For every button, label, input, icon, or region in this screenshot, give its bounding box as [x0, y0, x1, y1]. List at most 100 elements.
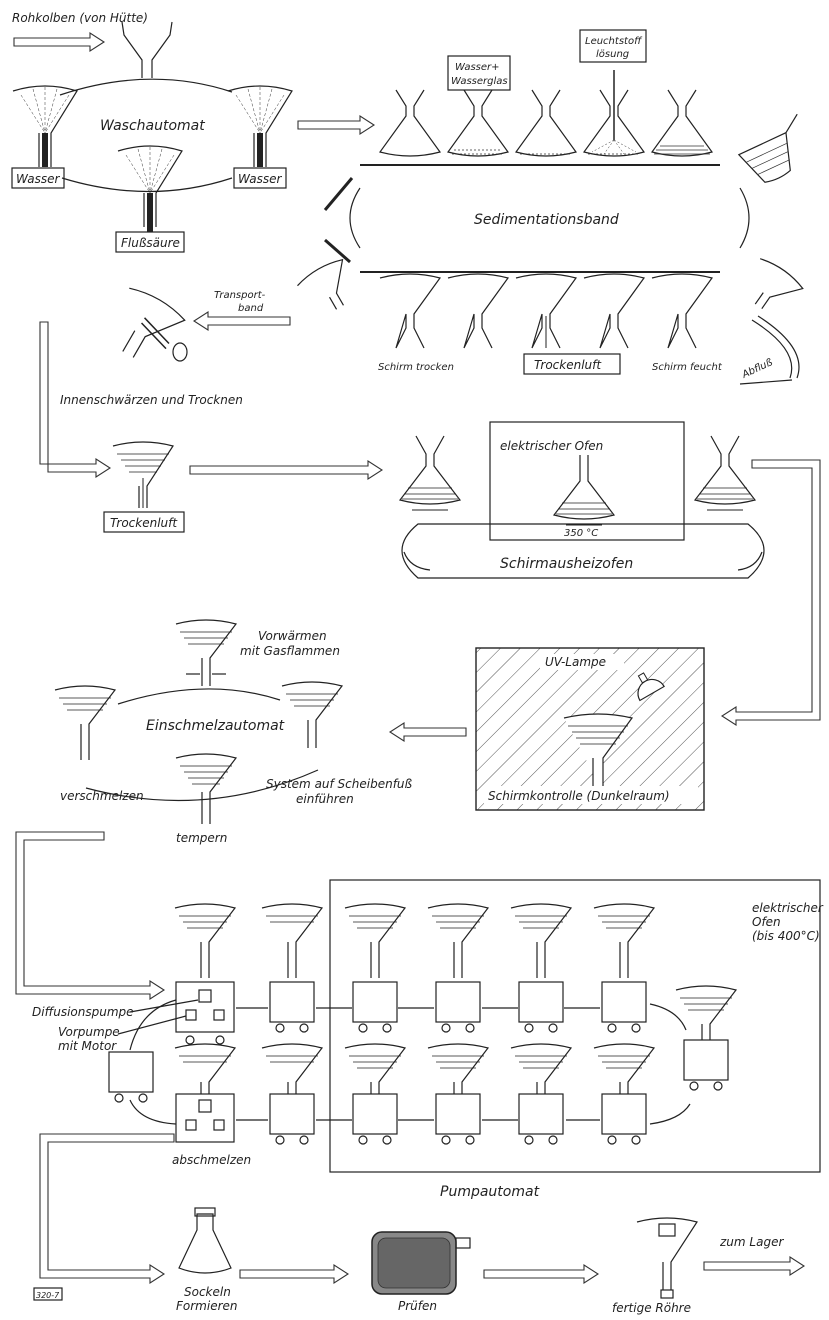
pump-left-arrow-up [129, 999, 177, 1051]
schirm-trocken-label: Schirm trocken [378, 362, 454, 373]
trockenluft-mid-box [103, 511, 185, 533]
transportband-label-2: band [238, 303, 264, 314]
pump-station-abschmelzen [175, 1093, 235, 1143]
sed-funnel-2 [447, 89, 509, 157]
vorpumpe-icon [185, 1009, 197, 1021]
arrow-transportband [192, 310, 291, 332]
pump-bottom-box-5 [518, 1093, 564, 1145]
einschmelz-group: Vorwärmen mit Gasflammen [15, 619, 413, 1001]
arrow-to-pruefen [239, 1263, 350, 1285]
pump-top-box-3 [352, 981, 398, 1033]
zum-lager-label: zum Lager [719, 1235, 784, 1249]
pump-bottom-box-3 [352, 1093, 398, 1145]
ofen-belt-loop [401, 523, 765, 579]
leuchtstoff-label-1: Leuchtstoff [585, 36, 643, 47]
kontrolle-label-bg [484, 786, 698, 804]
innenschwaerzen-group: Transport- band Innenschwärzen und Trock… [39, 287, 384, 533]
pump-top-box-4 [435, 981, 481, 1033]
ofen-funnel-3 [693, 435, 757, 511]
vorpumpe-label-2: mit Motor [58, 1039, 117, 1053]
pump-top-box-6 [601, 981, 647, 1033]
pump-left-box [108, 1051, 154, 1103]
sockeln-funnel [178, 1207, 232, 1274]
einschmelz-funnel-left [54, 685, 117, 760]
einschmelz-loop-top [117, 688, 281, 705]
trocknen-funnel [112, 441, 174, 508]
wasser-right-label: Wasser [238, 172, 282, 186]
sed-funnel-1 [379, 89, 441, 157]
pruefen-label: Prüfen [398, 1299, 437, 1313]
sockeln-label-1: Sockeln [184, 1285, 231, 1299]
wasser-left-label: Wasser [16, 172, 60, 186]
pump-bottom-funnel-4 [427, 1043, 490, 1094]
ofen-belt-arrow-left [403, 551, 431, 571]
pump-bottom-box-4 [435, 1093, 481, 1145]
schirm-feucht-label: Schirm feucht [652, 362, 723, 373]
wash-loop-bottom [61, 177, 233, 193]
innenschwaerzen-label: Innenschwärzen und Trocknen [60, 393, 243, 407]
pump-top-funnel-2 [261, 903, 324, 978]
sedimentationsband-label: Sedimentationsband [474, 212, 619, 228]
trockenluft-mid-label: Trockenluft [110, 516, 178, 530]
pump-right-funnel [675, 985, 738, 1040]
ofen-label: elektrischer Ofen [500, 439, 603, 453]
abschmelzen-label: abschmelzen [172, 1153, 251, 1167]
pump-top-funnel-4 [427, 903, 490, 978]
arrow-rohkolben [13, 31, 106, 53]
pump-top-funnel-6 [593, 903, 656, 978]
pump-left-arrow-down [129, 1099, 177, 1125]
uv-lampe-label: UV-Lampe [545, 655, 606, 669]
abfluss-label: Abfluß [740, 357, 775, 381]
diffusionspumpe-label: Diffusionspumpe [32, 1005, 134, 1019]
arrow-zum-lager [703, 1255, 806, 1277]
pump-top-funnel-5 [510, 903, 573, 978]
einschmelzautomat-label: Einschmelzautomat [146, 718, 285, 734]
sed-bottom-funnel-5 [651, 273, 713, 349]
sed-tilted-right [754, 258, 804, 310]
pump-bottom-funnel-5 [510, 1043, 573, 1094]
pump-right-box [683, 1039, 729, 1091]
arrow-to-pumpautomat [15, 831, 166, 1001]
abfluss-pipe-1 [751, 319, 793, 379]
pump-bottom-funnel-3 [344, 1043, 407, 1094]
pump-ofen-box [329, 879, 821, 1173]
vorpumpe-pointer [117, 1015, 187, 1035]
waschautomat-label: Waschautomat [100, 118, 205, 134]
kontrolle-funnel [563, 713, 634, 792]
schirmausheizofen-label: Schirmausheizofen [500, 556, 633, 572]
uv-lampe-bg [540, 654, 624, 670]
ofen-funnel-1 [398, 435, 462, 511]
temp-350-label: 350 °C [564, 528, 598, 539]
wasserglas-label-1: Wasser+ [455, 62, 500, 73]
pumpautomat-group: elektrischer Ofen (bis 400°C) [32, 879, 824, 1285]
pump-right-arrow-in [649, 1003, 687, 1031]
pump-bottom-box-2 [269, 1093, 315, 1145]
tempern-label: tempern [176, 831, 227, 845]
innenschwaerzen-nozzle [172, 342, 188, 362]
sed-loop-arrow-left [349, 187, 361, 249]
sed-funnel-4 [583, 70, 645, 157]
arrow-to-einschmelz [388, 721, 467, 743]
fertige-roehre-funnel [636, 1217, 698, 1299]
trockenluft-top-box [523, 353, 621, 375]
ofen2-label-1: elektrischer [752, 901, 824, 915]
verschmelzen-label: verschmelzen [60, 789, 144, 803]
leuchtstoff-label-2: lösung [596, 49, 629, 60]
ofen-funnel-2 [552, 455, 616, 526]
abfluss-pipe-2 [757, 315, 800, 379]
sed-edge-left-top [323, 177, 354, 211]
arrow-to-ofen [189, 459, 384, 481]
pump-bottom-funnel-6 [593, 1043, 656, 1094]
einschmelz-funnel-bottom [175, 753, 238, 824]
final-group: Sockeln Formieren Prüfen fertige Röhre z… [33, 1207, 806, 1315]
einschmelz-loop-bottom [85, 769, 319, 802]
sed-tilted-left [297, 258, 344, 310]
ofen-box [489, 421, 685, 541]
pump-top-funnel-3 [344, 903, 407, 978]
vorwaermen-label-1: Vorwärmen [258, 629, 327, 643]
funnel-wash-left [12, 85, 78, 167]
pump-top-box-2 [269, 981, 315, 1033]
rohkolben-label: Rohkolben (von Hütte) [12, 11, 148, 25]
sed-edge-left-bottom [324, 238, 351, 264]
